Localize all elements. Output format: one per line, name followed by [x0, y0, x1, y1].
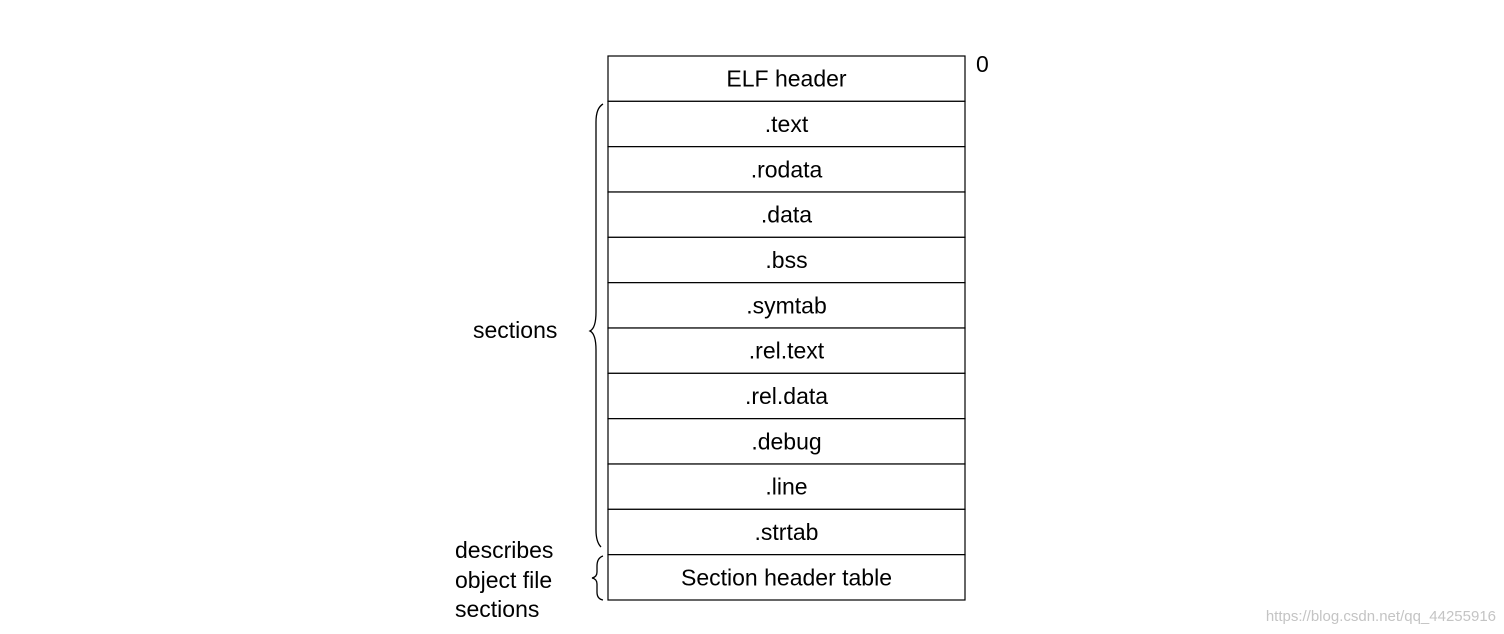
row-section-text-box — [607, 100, 966, 148]
offset-zero-label: 0 — [976, 51, 989, 77]
row-section-header-table-label: Section header table — [681, 564, 892, 590]
row-section-strtab-label: .strtab — [755, 519, 819, 545]
row-section-rel-data-label: .rel.data — [745, 383, 828, 409]
row-section-bss-label: .bss — [765, 247, 807, 273]
diagram-rows: ELF header .text .rodata .data .bss .symtab .r… — [607, 55, 966, 601]
table-label-line-object-file: object file — [455, 567, 552, 593]
section-header-table-brace — [591, 555, 604, 601]
table-label-line-describes: describes — [455, 537, 553, 563]
sections-brace — [588, 103, 604, 548]
row-section-rel-text-label: .rel.text — [749, 338, 825, 364]
table-label-line-sections: sections — [455, 596, 539, 622]
row-elf-header-box — [607, 55, 966, 102]
row-section-line-label: .line — [765, 474, 807, 500]
row-section-debug-label: .debug — [751, 428, 821, 454]
row-section-rodata-label: .rodata — [751, 156, 823, 182]
row-section-header-table-box — [607, 554, 966, 601]
sections-label: sections — [473, 317, 557, 343]
row-section-line-box — [607, 463, 966, 510]
row-section-strtab-box — [607, 508, 966, 556]
row-section-data-box — [607, 191, 966, 238]
row-section-rodata-box — [607, 146, 966, 193]
row-section-symtab-box — [607, 282, 966, 329]
row-section-symtab-label: .symtab — [746, 292, 827, 318]
row-section-data-label: .data — [761, 202, 812, 228]
row-section-text-label: .text — [765, 111, 809, 137]
row-elf-header-label: ELF header — [726, 66, 847, 92]
row-section-rel-data-box — [607, 372, 966, 420]
watermark-url: https://blog.csdn.net/qq_44255916 — [1266, 608, 1496, 625]
